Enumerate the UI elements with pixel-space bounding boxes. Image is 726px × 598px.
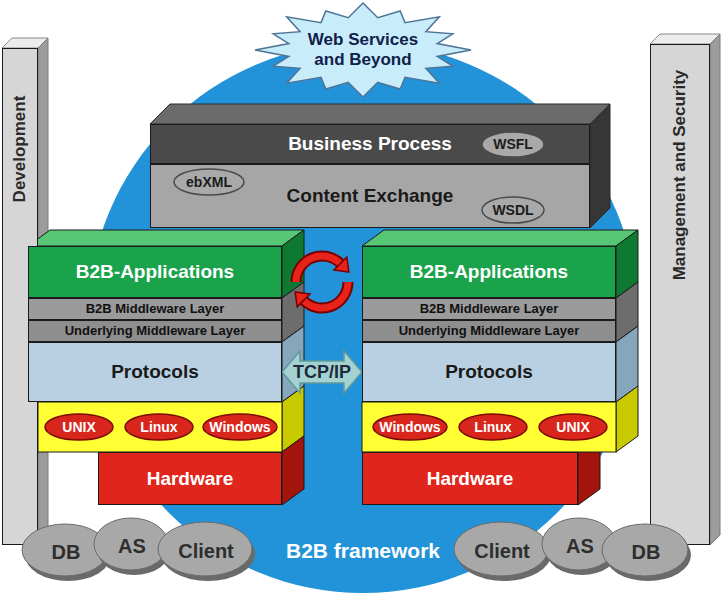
stack-top [362, 230, 638, 246]
node-text: B2B-Applications [410, 261, 568, 283]
os-band [38, 402, 282, 452]
node-text: Windows [379, 419, 440, 435]
layer-box: B2B Middleware Layer [362, 298, 616, 320]
layer-box: Content Exchange ebXML WSDL [150, 164, 590, 228]
node-text: WSDL [492, 202, 533, 218]
framework-label: B2B framework [286, 539, 440, 563]
layer-box: Protocols [28, 342, 282, 402]
starburst: Web Services and Beyond [253, 1, 473, 99]
layer-box: Hardware [98, 452, 282, 505]
node-text: WSFL [493, 136, 533, 152]
node-text: Management and Security [670, 70, 690, 281]
oval-face [539, 414, 607, 440]
layer-box: B2B-Applications [362, 246, 616, 298]
pillar-side [710, 34, 720, 545]
node-text: AS [566, 535, 594, 558]
system-ellipse: Client [452, 520, 552, 582]
pillar-box: Management and Security [650, 44, 710, 545]
cycle-arrow [296, 256, 340, 282]
node-text: AS [118, 535, 146, 558]
node-text: DB [52, 541, 81, 564]
oval-face [45, 414, 113, 440]
layer-box: B2B Middleware Layer [28, 298, 282, 320]
cycle-arrow-head [295, 292, 310, 307]
ellipse-face [158, 522, 252, 576]
system-ellipse: Client [156, 520, 256, 582]
layer-box: B2B-Applications [28, 246, 282, 298]
standard-oval: WSDL [481, 196, 545, 224]
os-oval: Windows [202, 413, 278, 441]
block-top [150, 104, 610, 124]
node-text: Protocols [111, 361, 199, 383]
os-oval: UNIX [538, 413, 608, 441]
node-text: Development [10, 96, 30, 203]
node-text: Underlying Middleware Layer [65, 324, 246, 339]
cycle-arrows [295, 256, 349, 308]
node-text: Protocols [445, 361, 533, 383]
ellipse-face [602, 524, 688, 576]
layer-box: Protocols [362, 342, 616, 402]
node-text: Hardware [427, 468, 514, 490]
layer-box: Business Process WSFL [150, 124, 590, 164]
oval-face [482, 132, 544, 157]
node-text: Linux [474, 419, 511, 435]
system-ellipse: DB [600, 522, 692, 582]
oval-face [482, 197, 544, 223]
cycle-arrow [304, 282, 348, 308]
node-text: Windows [209, 419, 270, 435]
node-text: ebXML [186, 174, 232, 190]
node-text: Linux [140, 419, 177, 435]
stack-top [28, 230, 304, 246]
cycle-arrow-outline [304, 282, 348, 308]
edge-label: TCP/IP [291, 362, 353, 383]
stack-side [282, 436, 304, 505]
os-oval: UNIX [44, 413, 114, 441]
oval-face [373, 414, 447, 440]
os-oval: Windows [372, 413, 448, 441]
layer-box: Underlying Middleware Layer [28, 320, 282, 342]
node-text: B2B Middleware Layer [420, 302, 559, 317]
starburst-outline [255, 3, 471, 97]
standard-oval: ebXML [173, 168, 245, 196]
oval-face [125, 414, 193, 440]
oval-face [203, 414, 277, 440]
node-text: Business Process [288, 133, 452, 155]
cycle-arrow-outline [296, 256, 340, 282]
node-text: Underlying Middleware Layer [399, 324, 580, 339]
oval-face [459, 414, 527, 440]
os-oval: Linux [124, 413, 194, 441]
node-text: DB [632, 541, 661, 564]
ellipse-face [94, 518, 168, 570]
layer-box: Underlying Middleware Layer [362, 320, 616, 342]
pillar-top [650, 34, 720, 44]
node-text: Hardware [147, 468, 234, 490]
cycle-arrow-head [334, 257, 349, 272]
node-text: Client [474, 540, 530, 563]
os-band [362, 402, 616, 452]
node-text: Content Exchange [287, 185, 454, 207]
node-text: Client [178, 540, 234, 563]
standard-oval: WSFL [481, 131, 545, 158]
node-text: Web Services and Beyond [293, 30, 433, 69]
block-arrow [282, 351, 362, 393]
node-text: UNIX [556, 419, 589, 435]
node-text: B2B-Applications [76, 261, 234, 283]
ellipse-face [454, 522, 548, 576]
node-text: UNIX [62, 419, 95, 435]
os-oval: Linux [458, 413, 528, 441]
oval-face [174, 169, 244, 195]
stack-side [616, 386, 638, 452]
layer-box: Hardware [362, 452, 578, 505]
block-side [590, 104, 610, 228]
node-text: B2B Middleware Layer [86, 302, 225, 317]
